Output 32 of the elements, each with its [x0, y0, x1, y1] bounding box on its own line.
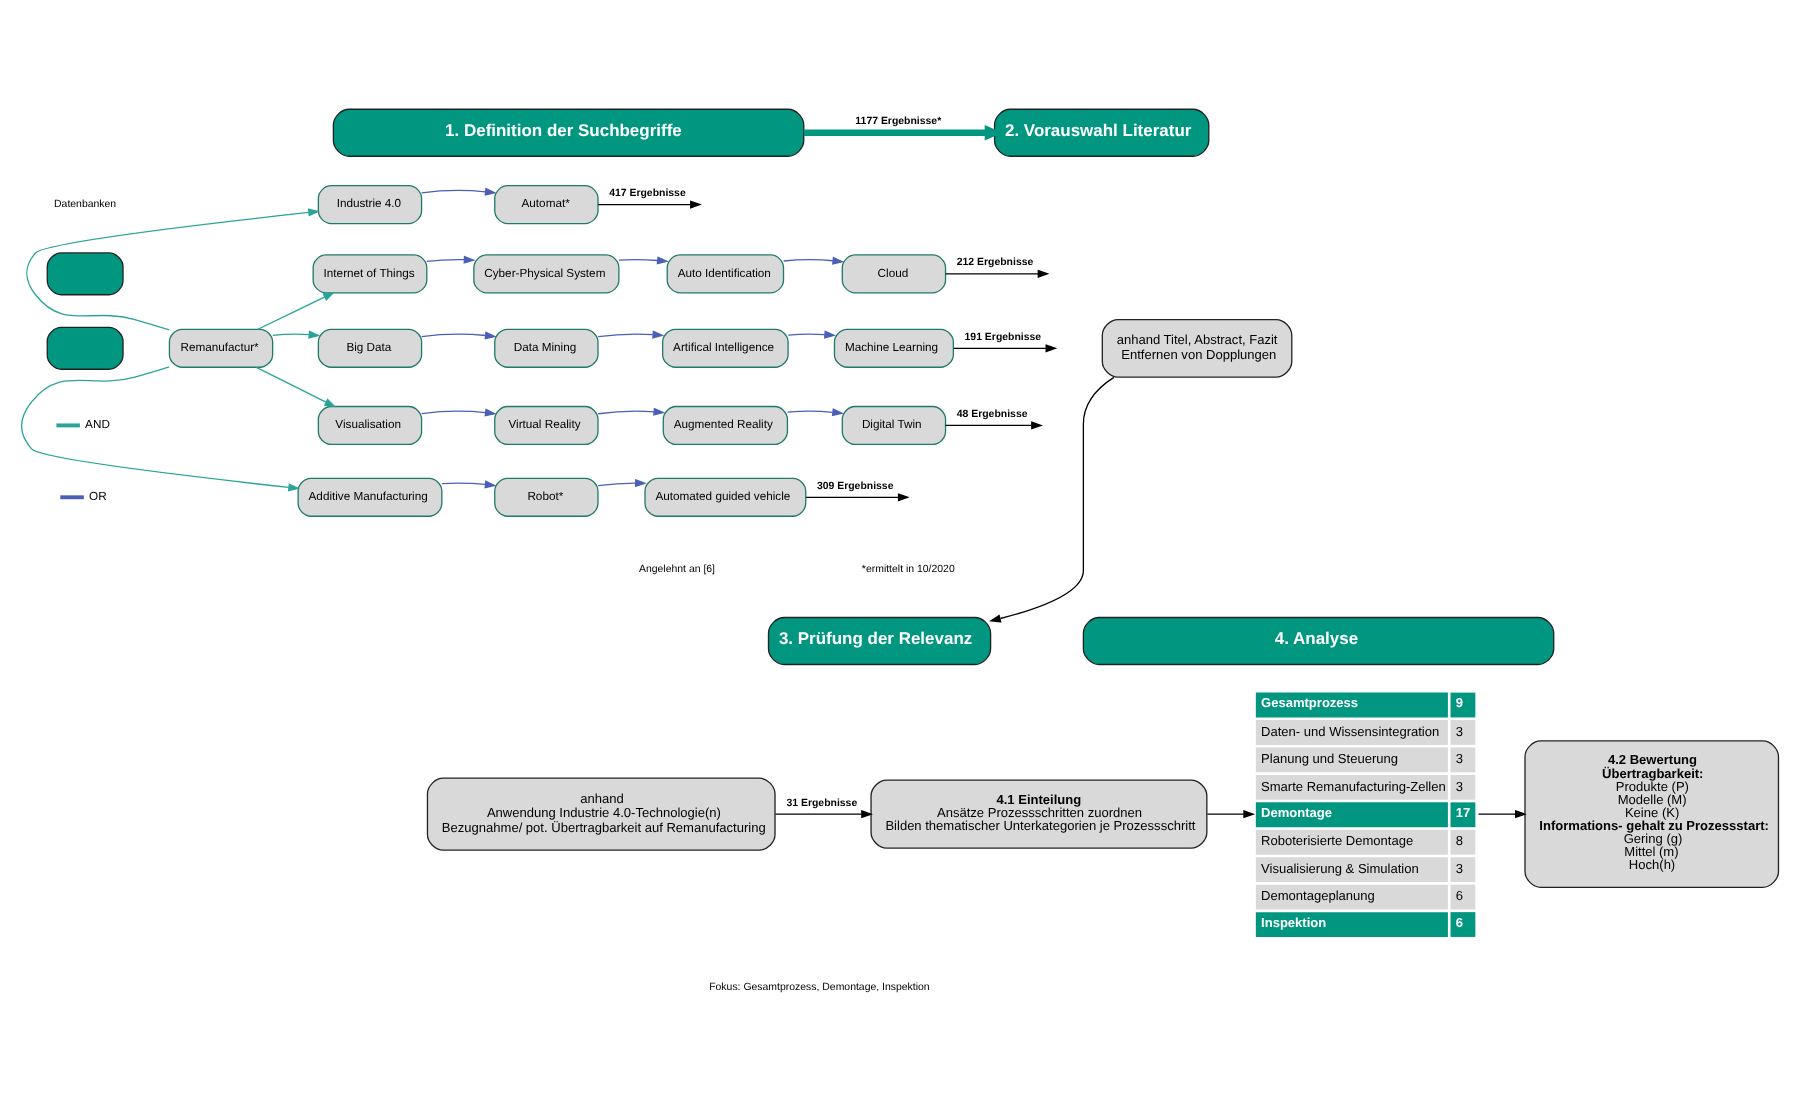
- node-box: [46, 326, 124, 370]
- node-box: 3. Prüfung der Relevanz: [767, 616, 992, 666]
- arrow: [257, 292, 335, 330]
- arrow: [426, 255, 476, 264]
- arrow: [805, 493, 910, 502]
- arrow: [421, 331, 497, 340]
- arrow: [421, 187, 497, 196]
- arrow: [421, 408, 497, 417]
- node-box: [46, 252, 124, 296]
- arrow: [944, 421, 1043, 430]
- arrow: [597, 478, 647, 488]
- node-box: 1. Definition der Suchbegriffe: [332, 108, 805, 157]
- arrow: [774, 810, 873, 819]
- arrow: [255, 366, 337, 408]
- node-box: 4. Analyse: [1082, 616, 1555, 666]
- arrow: [441, 480, 497, 489]
- arrow: [945, 269, 1050, 278]
- arrow: [272, 330, 321, 339]
- arrow: [1477, 810, 1527, 819]
- arrow: [597, 330, 665, 339]
- arrow: [989, 376, 1115, 623]
- arrow: [786, 408, 844, 417]
- arrow: [953, 344, 1058, 353]
- arrow: [618, 256, 669, 265]
- arrow: [783, 256, 845, 265]
- arrow: [597, 200, 702, 209]
- arrow: [1206, 810, 1256, 819]
- arrow: [787, 330, 837, 339]
- arrow: [25, 208, 320, 331]
- arrow: [597, 407, 666, 416]
- node-box: 2. Vorauswahl Literatur: [993, 108, 1210, 157]
- arrow: [20, 366, 301, 492]
